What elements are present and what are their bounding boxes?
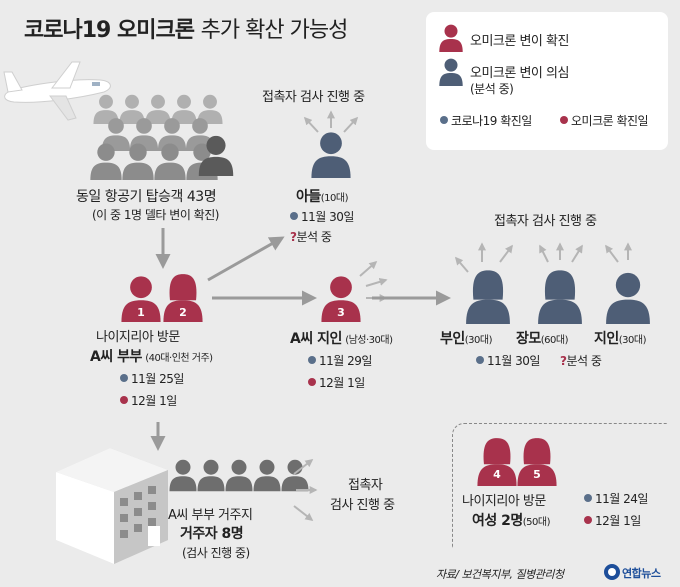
blue-dot-icon: [440, 116, 448, 124]
legend-confirmed-icon: [439, 24, 463, 52]
couple-visit: 나이지리아 방문: [96, 330, 180, 345]
legend: [426, 12, 668, 150]
airplane-icon: [3, 61, 111, 121]
acquaintance-date-1: 11월 29일: [308, 352, 372, 369]
red-dot-icon: [560, 116, 568, 124]
passengers-label: 동일 항공기 탑승객 43명: [76, 189, 217, 205]
yonhap-logo-icon: [604, 564, 620, 580]
family-mother-label: 장모(60대): [516, 331, 569, 347]
residence-count: 거주자 8명: [180, 526, 244, 542]
couple-num-2: 2: [179, 306, 187, 319]
couple-date-2: 12월 1일: [120, 392, 177, 409]
women-num-4: 4: [493, 468, 501, 481]
residence-contact-1: 접촉자: [348, 478, 383, 493]
women-group-box: [452, 423, 667, 548]
couple-person-icons: [121, 274, 203, 322]
family-friend-label: 지인(30대): [594, 331, 647, 347]
acquaintance-label: A씨 지인 (남성·30대): [290, 331, 393, 347]
building-icon: [56, 448, 168, 564]
women-visit: 나이지리아 방문: [462, 494, 546, 509]
residence-status: (검사 진행 중): [182, 546, 250, 560]
acquaintance-num-3: 3: [337, 306, 345, 319]
acquaintance-date-2: 12월 1일: [308, 374, 365, 391]
yonhap-logo-text: 연합뉴스: [622, 567, 661, 580]
passengers-note: (이 중 1명 델타 변이 확진): [92, 208, 219, 222]
couple-label: A씨 부부 (40대·인천 거주): [90, 349, 213, 365]
couple-date-1: 11월 25일: [120, 370, 184, 387]
couple-num-1: 1: [137, 306, 145, 319]
son-date-1: 11월 30일: [290, 208, 354, 225]
legend-confirmed-label: 오미크론 변이 확진: [470, 34, 569, 49]
residents-crowd-icon: [169, 459, 309, 492]
women-date-1: 11월 24일: [584, 490, 648, 507]
son-person-icon: [311, 132, 351, 178]
legend-omicron-date: 오미크론 확진일: [560, 112, 649, 129]
legend-suspected-label: 오미크론 변이 의심: [470, 66, 569, 81]
source-text: 자료/ 보건복지부, 질병관리청: [436, 568, 564, 581]
passenger-crowd-icon: [90, 94, 234, 180]
legend-covid-date: 코로나19 확진일: [440, 112, 532, 129]
legend-suspected-note: (분석 중): [470, 82, 514, 96]
women-num-5: 5: [533, 468, 541, 481]
son-contact-status: 접촉자 검사 진행 중: [262, 90, 365, 105]
family-date-2: ?분석 중: [560, 354, 602, 368]
women-date-2: 12월 1일: [584, 512, 641, 529]
family-date-1: 11월 30일: [476, 352, 540, 369]
residence-label: A씨 부부 거주지: [168, 508, 253, 523]
legend-suspected-icon: [439, 58, 463, 86]
residence-contact-2: 검사 진행 중: [330, 498, 395, 513]
son-date-2: ?분석 중: [290, 230, 332, 244]
family-wife-label: 부인(30대): [440, 331, 493, 347]
page-title: 코로나19 오미크론 추가 확산 가능성: [24, 18, 348, 43]
son-label: 아들(10대): [296, 189, 349, 205]
family-contact-status: 접촉자 검사 진행 중: [494, 214, 597, 229]
family-person-icons: [466, 270, 650, 324]
women-label: 여성 2명(50대): [472, 513, 551, 529]
